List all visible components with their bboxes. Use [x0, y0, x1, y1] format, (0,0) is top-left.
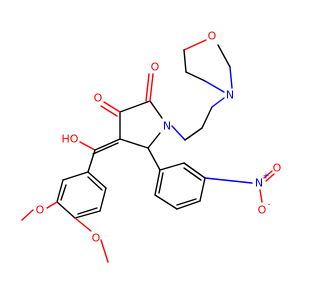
aryl-bond — [87, 149, 96, 173]
amide-bond — [149, 73, 154, 102]
aryl-bond — [147, 147, 161, 171]
exocyclic-double-bond — [92, 142, 119, 155]
nitro-double-bond — [263, 170, 273, 179]
aryl-ring-bond — [159, 162, 185, 171]
exocyclic-double-bond — [94, 138, 121, 151]
nitro-bond — [204, 177, 253, 184]
aryl-ring-inner — [87, 176, 103, 191]
methoxy-bond — [21, 209, 34, 221]
bond-skeleton — [21, 39, 275, 263]
aryl-ring-inner — [176, 198, 197, 206]
aryl-ring-bond — [62, 171, 89, 181]
ring-bond — [149, 100, 163, 119]
molecule-structure: O O N N O HO O O N + O O - — [21, 30, 282, 263]
methoxy-oxygen-upper-label: O — [36, 204, 45, 217]
amide-bond — [145, 73, 150, 102]
aryl-ring-bond — [99, 187, 107, 212]
morpholine-bond — [183, 39, 207, 51]
methoxy-bond — [100, 239, 109, 263]
ring-nitrogen-label: N — [163, 120, 171, 133]
morpholine-bond — [185, 71, 206, 82]
morpholine-bond — [217, 44, 231, 68]
aryl-ring-inner — [183, 167, 202, 181]
propyl-bond — [184, 127, 203, 141]
atom-labels: O O N N O HO O O N + O O - — [36, 30, 282, 245]
nitro-oxygen-minus-charge: - — [268, 200, 271, 209]
aryl-ring-bond — [176, 200, 201, 210]
nitro-oxygen-top-label: O — [273, 162, 282, 175]
nitro-nitrogen-charge: + — [263, 172, 270, 181]
ring-bond — [147, 132, 161, 149]
morpholine-bond — [204, 80, 225, 93]
morpholine-bond — [183, 49, 187, 73]
morpholine-bond — [229, 66, 233, 89]
ketone-bond — [103, 101, 121, 113]
propyl-bond — [201, 106, 213, 129]
aryl-ring-bond — [74, 210, 101, 219]
aryl-ring-bond — [154, 194, 178, 210]
aryl-ring-bond — [56, 179, 64, 203]
chain-nitrogen-label: N — [226, 89, 234, 102]
propyl-bond — [171, 125, 186, 141]
amide-oxygen-label: O — [151, 61, 160, 74]
morpholine-oxygen-label: O — [208, 30, 217, 43]
hydroxyl-label: HO — [62, 133, 79, 146]
aryl-ring-bond — [87, 171, 107, 189]
aryl-ring-inner — [60, 184, 67, 201]
propyl-bond — [211, 97, 225, 108]
aryl-ring-bond — [56, 201, 76, 219]
aryl-ring-inner — [158, 172, 164, 194]
hydroxyl-bond — [79, 141, 96, 151]
aryl-ring-bond — [154, 169, 161, 196]
nitro-double-bond — [265, 173, 275, 182]
methoxy-bond — [74, 217, 92, 232]
aryl-ring-inner — [77, 207, 98, 215]
ketone-oxygen-label: O — [94, 92, 103, 105]
nitro-nitrogen-label: N — [255, 177, 263, 190]
ring-bond — [119, 138, 149, 149]
ring-bond — [119, 100, 151, 113]
nitro-single-bond — [259, 189, 263, 203]
ketone-bond — [100, 105, 118, 117]
aryl-ring-bond — [199, 177, 206, 202]
nitro-oxygen-minus-label: O — [258, 204, 267, 217]
aryl-ring-bond — [183, 162, 206, 179]
methoxy-bond — [46, 201, 58, 209]
methoxy-oxygen-lower-label: O — [92, 232, 101, 245]
